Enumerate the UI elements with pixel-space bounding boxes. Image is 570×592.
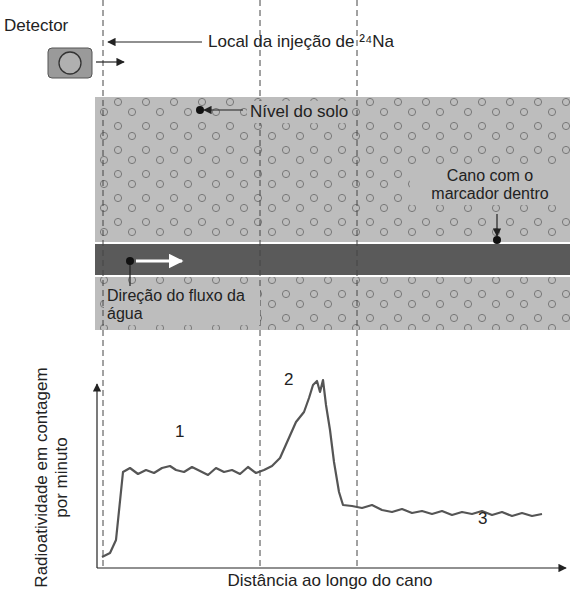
ground-label: Nível do solo <box>247 101 351 123</box>
callout-number: 2 <box>284 370 304 390</box>
radioactivity-curve <box>102 380 542 557</box>
callout-number: 1 <box>175 422 195 442</box>
dashed-line <box>260 0 261 568</box>
pipe <box>95 243 570 276</box>
dashed-line <box>357 0 358 568</box>
soil <box>95 97 570 330</box>
callout-number: 3 <box>478 509 498 529</box>
detector: Detector <box>4 16 100 82</box>
detector-label: Detector <box>4 16 100 36</box>
soil-texture <box>95 97 570 330</box>
y-axis <box>96 384 97 568</box>
pipe-label: Cano com o marcador dentro <box>410 166 570 205</box>
axis-label: Radioatividade em contagem por minuto <box>32 363 71 592</box>
flow-label: Direção do fluxo da água <box>104 286 260 325</box>
dashed-line <box>103 0 104 568</box>
x-axis <box>97 567 566 568</box>
axis-label: Distância ao longo do cano <box>180 571 480 591</box>
injection-label: Local da injeção de ²⁴Na <box>208 32 508 52</box>
leader-arrow <box>108 41 202 42</box>
